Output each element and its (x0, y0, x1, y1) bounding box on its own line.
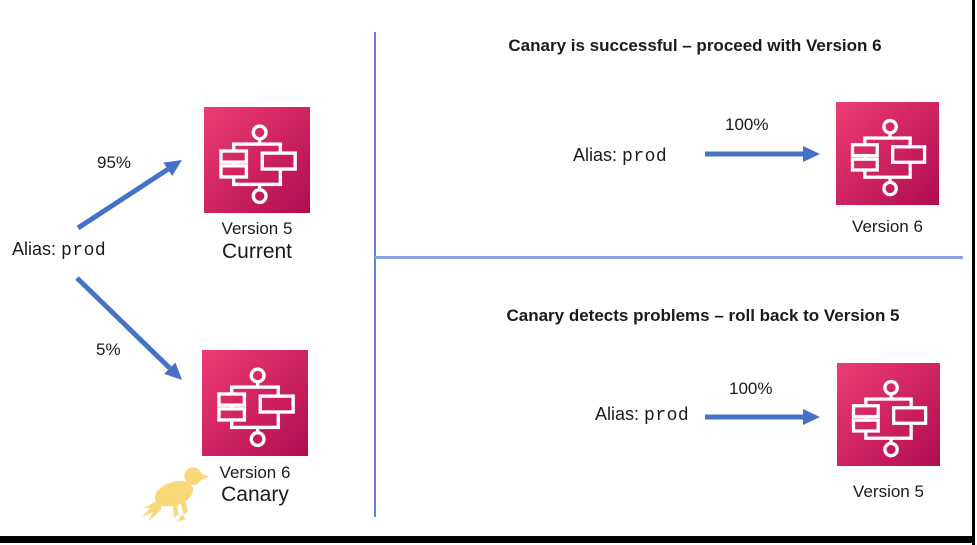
alias-prod-label: Alias: prod (595, 404, 689, 426)
success-panel-title: Canary is successful – proceed with Vers… (508, 36, 882, 55)
current-role-label: Current (221, 240, 293, 263)
alias-value: prod (644, 406, 690, 426)
arrow-to-version5-full (705, 409, 820, 425)
right-edge-border (972, 0, 975, 545)
traffic-percent-95: 95% (97, 153, 132, 172)
arrow-to-version6-full (705, 146, 820, 162)
vertical-divider (374, 32, 376, 517)
alias-value: prod (622, 147, 668, 167)
alias-text: Alias: (573, 145, 618, 165)
rollback-panel-title: Canary detects problems – roll back to V… (506, 306, 900, 325)
traffic-percent-5: 5% (96, 340, 121, 359)
version5-label: Version 5 (853, 482, 924, 501)
alias-prod-label: Alias: prod (12, 239, 106, 261)
horizontal-divider (375, 256, 963, 259)
alias-text: Alias: (595, 404, 640, 424)
version6-label: Version 6 (219, 463, 291, 482)
alias-prod-label: Alias: prod (573, 145, 667, 167)
version6-label: Version 6 (852, 217, 923, 236)
function-version-icon (836, 102, 939, 205)
alias-value: prod (61, 241, 107, 261)
function-version-icon (204, 107, 310, 213)
traffic-percent-100: 100% (729, 379, 773, 398)
arrow-to-version5 (76, 160, 182, 231)
function-version-icon (202, 350, 308, 456)
canary-role-label: Canary (221, 483, 289, 506)
arrow-to-version6 (75, 276, 182, 380)
canary-bird-icon (141, 467, 210, 522)
alias-text: Alias: (12, 239, 57, 259)
version5-label: Version 5 (221, 219, 293, 238)
bottom-edge-border (0, 536, 975, 543)
traffic-percent-100: 100% (725, 115, 769, 134)
function-version-icon (837, 363, 940, 466)
